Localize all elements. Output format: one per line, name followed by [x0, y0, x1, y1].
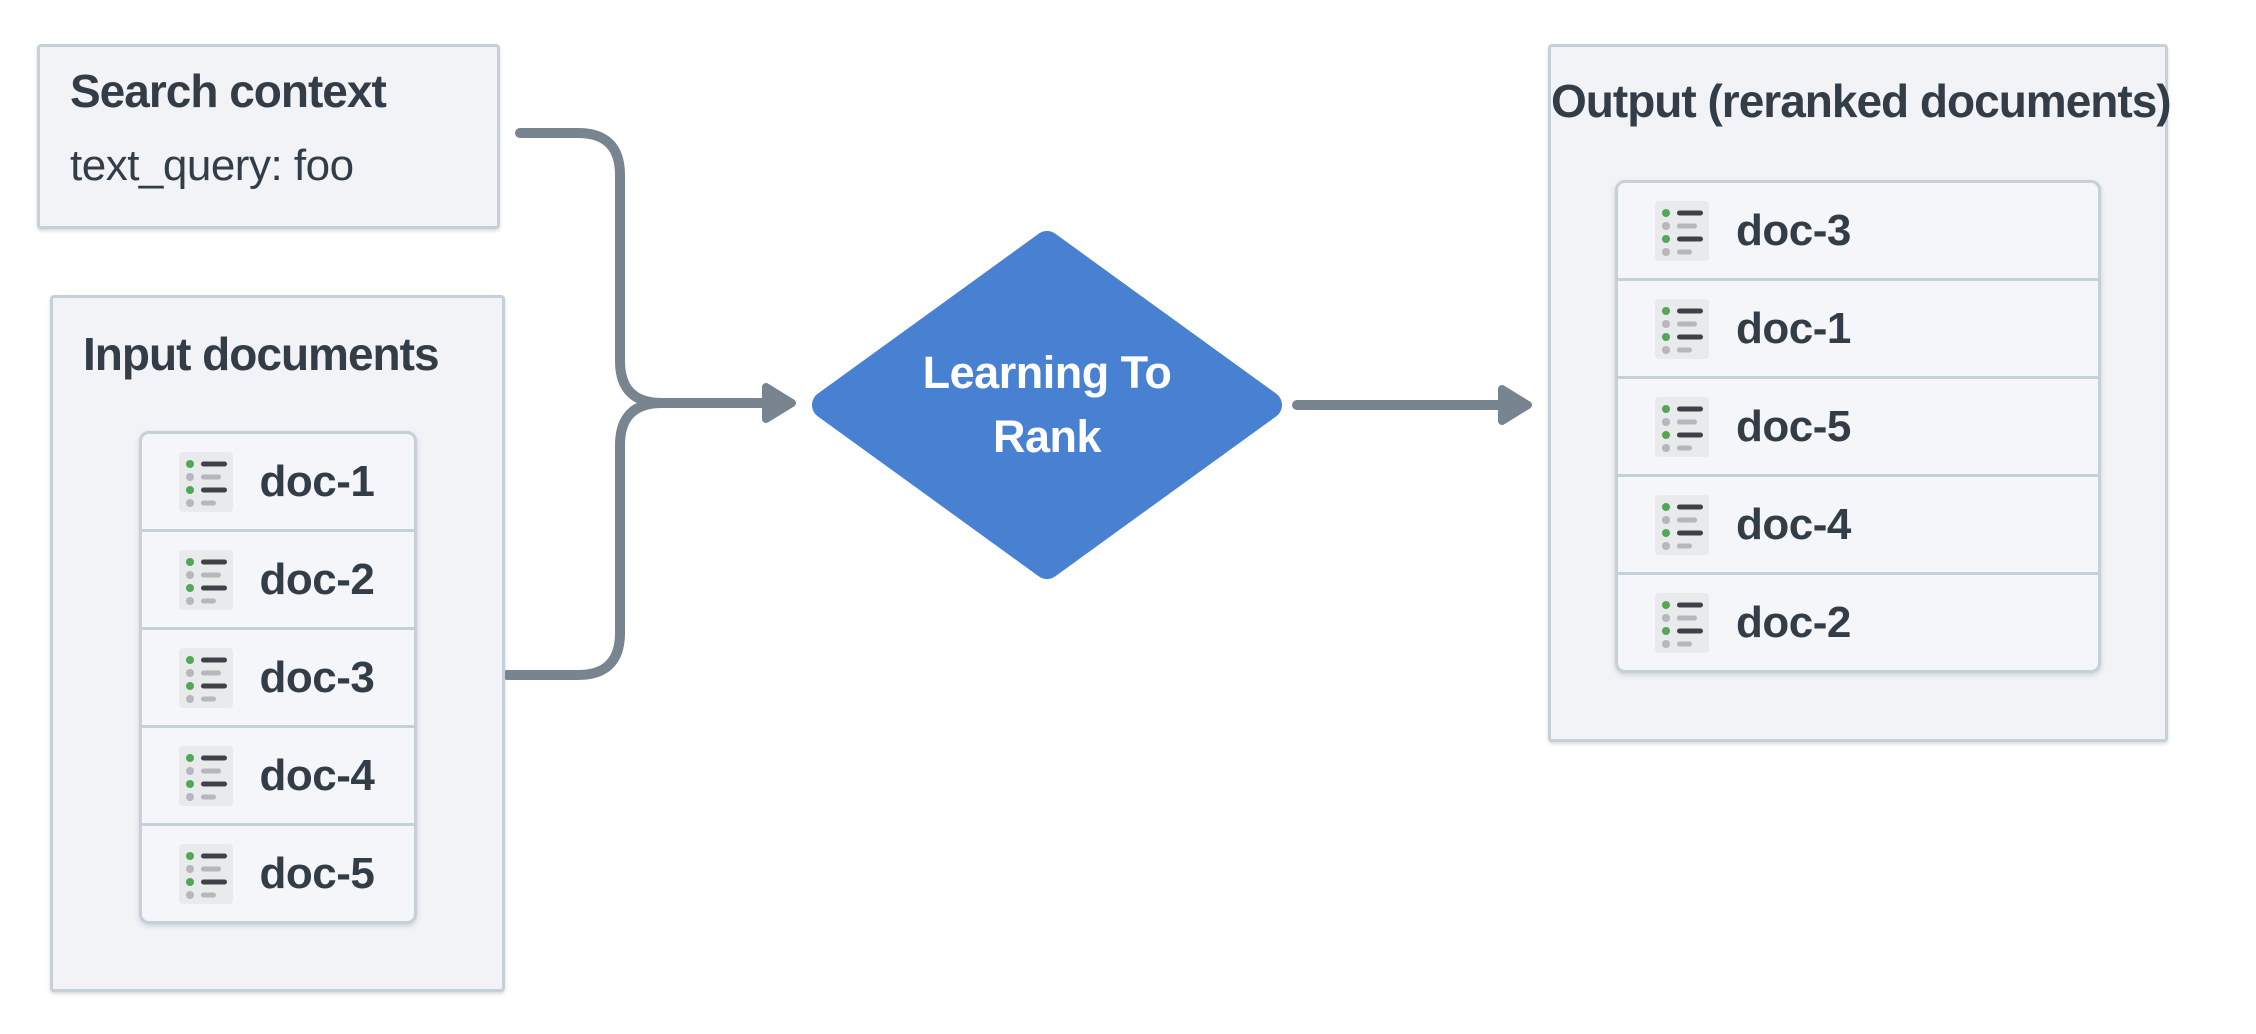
doc-label: doc-5	[1736, 401, 1851, 451]
document-list-icon	[1655, 200, 1709, 261]
arrow-search-to-node	[515, 128, 769, 408]
output-title: Output (reranked documents)	[1551, 75, 2172, 127]
document-list-icon	[178, 451, 233, 512]
learning-to-rank-node: Learning To Rank	[810, 229, 1284, 581]
doc-item: doc-5	[142, 826, 414, 921]
doc-item: doc-1	[141, 434, 414, 532]
diamond-shape-icon	[812, 231, 1282, 579]
doc-item: doc-3	[1618, 183, 2098, 281]
search-context-title: Search context	[70, 65, 387, 117]
document-list-icon	[1655, 298, 1709, 359]
document-list-icon	[178, 549, 233, 610]
document-list-icon	[178, 843, 233, 904]
doc-item: doc-4	[1618, 477, 2098, 575]
doc-item: doc-2	[141, 532, 414, 630]
search-context-box: Search context text_query: foo	[37, 44, 500, 229]
arrowhead-into-output	[1498, 385, 1532, 425]
doc-label: doc-5	[259, 848, 375, 898]
doc-item: doc-2	[1618, 575, 2098, 670]
output-reranked-box: Output (reranked documents) doc-3 doc-1 …	[1548, 44, 2172, 742]
output-doc-list: doc-3 doc-1 doc-5 doc-4 doc-2	[1615, 180, 2101, 673]
node-label-line1: Learning To	[922, 347, 1172, 399]
node-label-line2: Rank	[992, 411, 1102, 462]
doc-label: doc-1	[259, 456, 375, 506]
doc-item: doc-5	[1618, 379, 2098, 477]
arrow-docs-to-node	[502, 398, 769, 680]
input-documents-box: Input documents doc-1 doc-2 doc-3 doc-4 …	[50, 295, 505, 992]
arrowhead-into-node	[762, 383, 796, 423]
input-doc-list: doc-1 doc-2 doc-3 doc-4 doc-5	[138, 431, 417, 924]
document-list-icon	[1655, 592, 1709, 653]
document-list-icon	[178, 745, 233, 806]
doc-label: doc-4	[1736, 499, 1851, 549]
doc-item: doc-3	[141, 630, 414, 728]
document-list-icon	[1655, 494, 1709, 555]
input-documents-title: Input documents	[83, 328, 440, 380]
doc-item: doc-4	[141, 728, 414, 826]
doc-label: doc-2	[1736, 597, 1851, 647]
doc-item: doc-1	[1618, 281, 2098, 379]
doc-label: doc-4	[259, 750, 375, 800]
document-list-icon	[1655, 396, 1709, 457]
node-label: Learning To Rank	[810, 229, 1284, 581]
text-query-value: text_query: foo	[70, 140, 354, 190]
doc-label: doc-3	[259, 652, 375, 702]
doc-label: doc-1	[1736, 303, 1851, 353]
document-list-icon	[178, 647, 233, 708]
doc-label: doc-3	[1736, 205, 1851, 255]
doc-label: doc-2	[259, 554, 375, 604]
